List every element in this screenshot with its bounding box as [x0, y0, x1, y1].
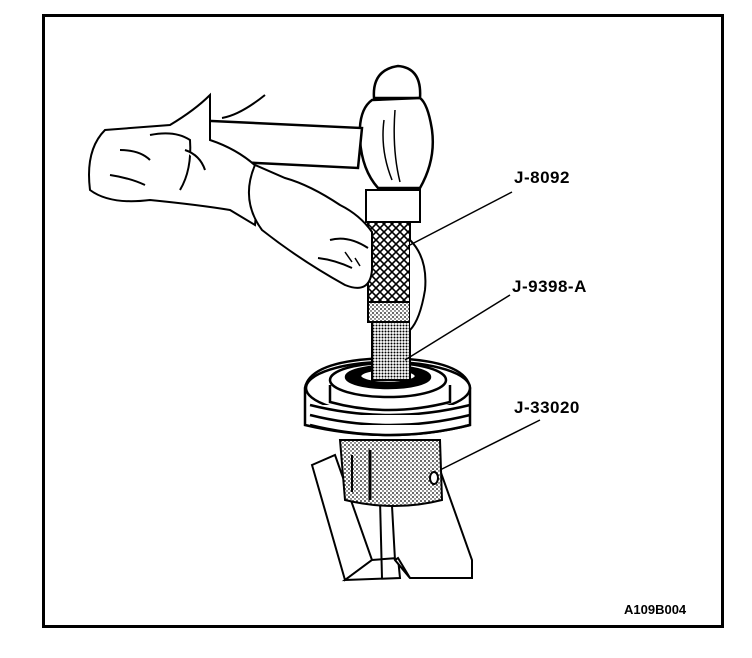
figure-id: A109B004: [624, 602, 687, 617]
callout-j8092: J-8092: [514, 168, 570, 187]
right-hand: [247, 163, 427, 331]
leader-lines: [404, 191, 541, 471]
callout-j33020: J-33020: [514, 398, 580, 417]
callout-j9398a: J-9398-A: [512, 277, 587, 296]
left-hand: [88, 92, 266, 227]
driver-shaft: [365, 189, 421, 381]
hammer: [188, 64, 434, 190]
base-fixture: [338, 439, 444, 507]
